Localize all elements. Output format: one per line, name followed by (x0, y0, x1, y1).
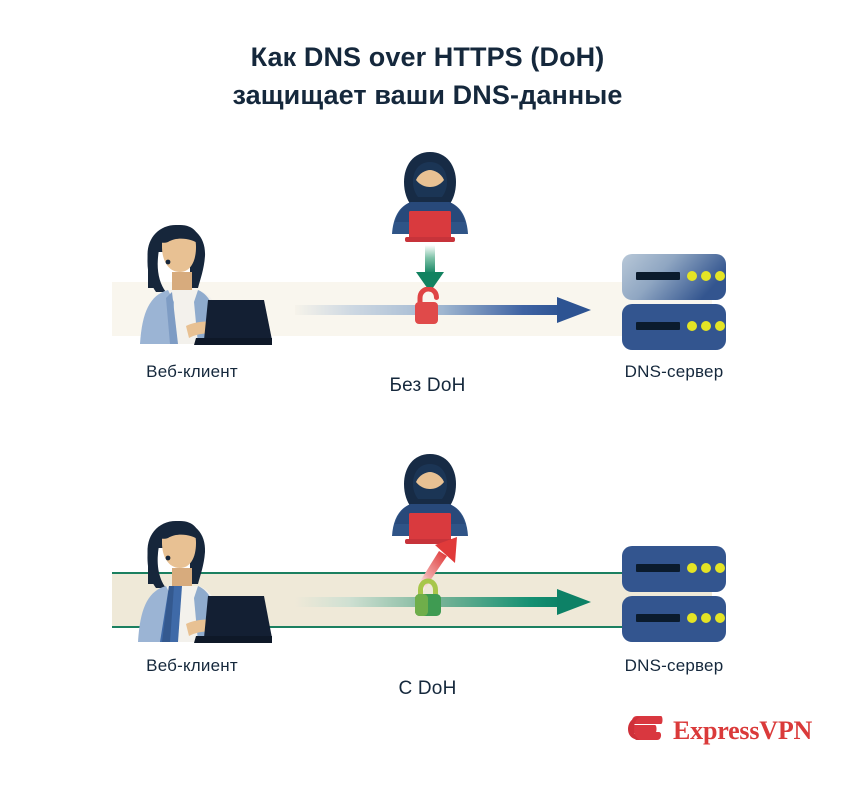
data-flow-arrow-icon (295, 584, 595, 620)
client-label-bottom: Веб-клиент (146, 656, 238, 675)
section-with-doh: Веб-клиент DNS-сервер С DoH (0, 440, 855, 710)
dns-server-rack-icon (618, 250, 730, 355)
section-without-doh: Веб-клиент DNS-сервер Без DoH (0, 140, 855, 410)
data-flow-arrow-icon (295, 292, 595, 328)
padlock-open-icon (411, 286, 443, 327)
expressvpn-wordmark: ExpressVPN (673, 715, 813, 745)
expressvpn-logo-mark (628, 712, 664, 749)
server-label-top: DNS-сервер (624, 362, 724, 381)
expressvpn-brand[interactable]: ExpressVPN (628, 712, 812, 749)
page-title: Как DNS over HTTPS (DoH) защищает ваши D… (0, 38, 855, 115)
web-client-person-laptop-icon (112, 222, 274, 347)
dns-server-rack-icon (618, 542, 730, 647)
client-label-top: Веб-клиент (146, 362, 238, 381)
page-title-line-2: защищает ваши DNS-данные (232, 80, 623, 111)
web-client-person-laptop-icon (112, 518, 274, 646)
server-label-bottom: DNS-сервер (624, 656, 724, 675)
page-title-line-1: Как DNS over HTTPS (DoH) (250, 42, 605, 72)
padlock-closed-icon (412, 578, 444, 618)
hacker-hoodie-laptop-icon (385, 450, 475, 550)
hacker-hoodie-laptop-icon (385, 148, 475, 248)
attack-arrow-down-icon (414, 245, 446, 293)
mode-label-without-doh: Без DoH (389, 375, 466, 396)
mode-label-with-doh: С DoH (398, 678, 457, 699)
